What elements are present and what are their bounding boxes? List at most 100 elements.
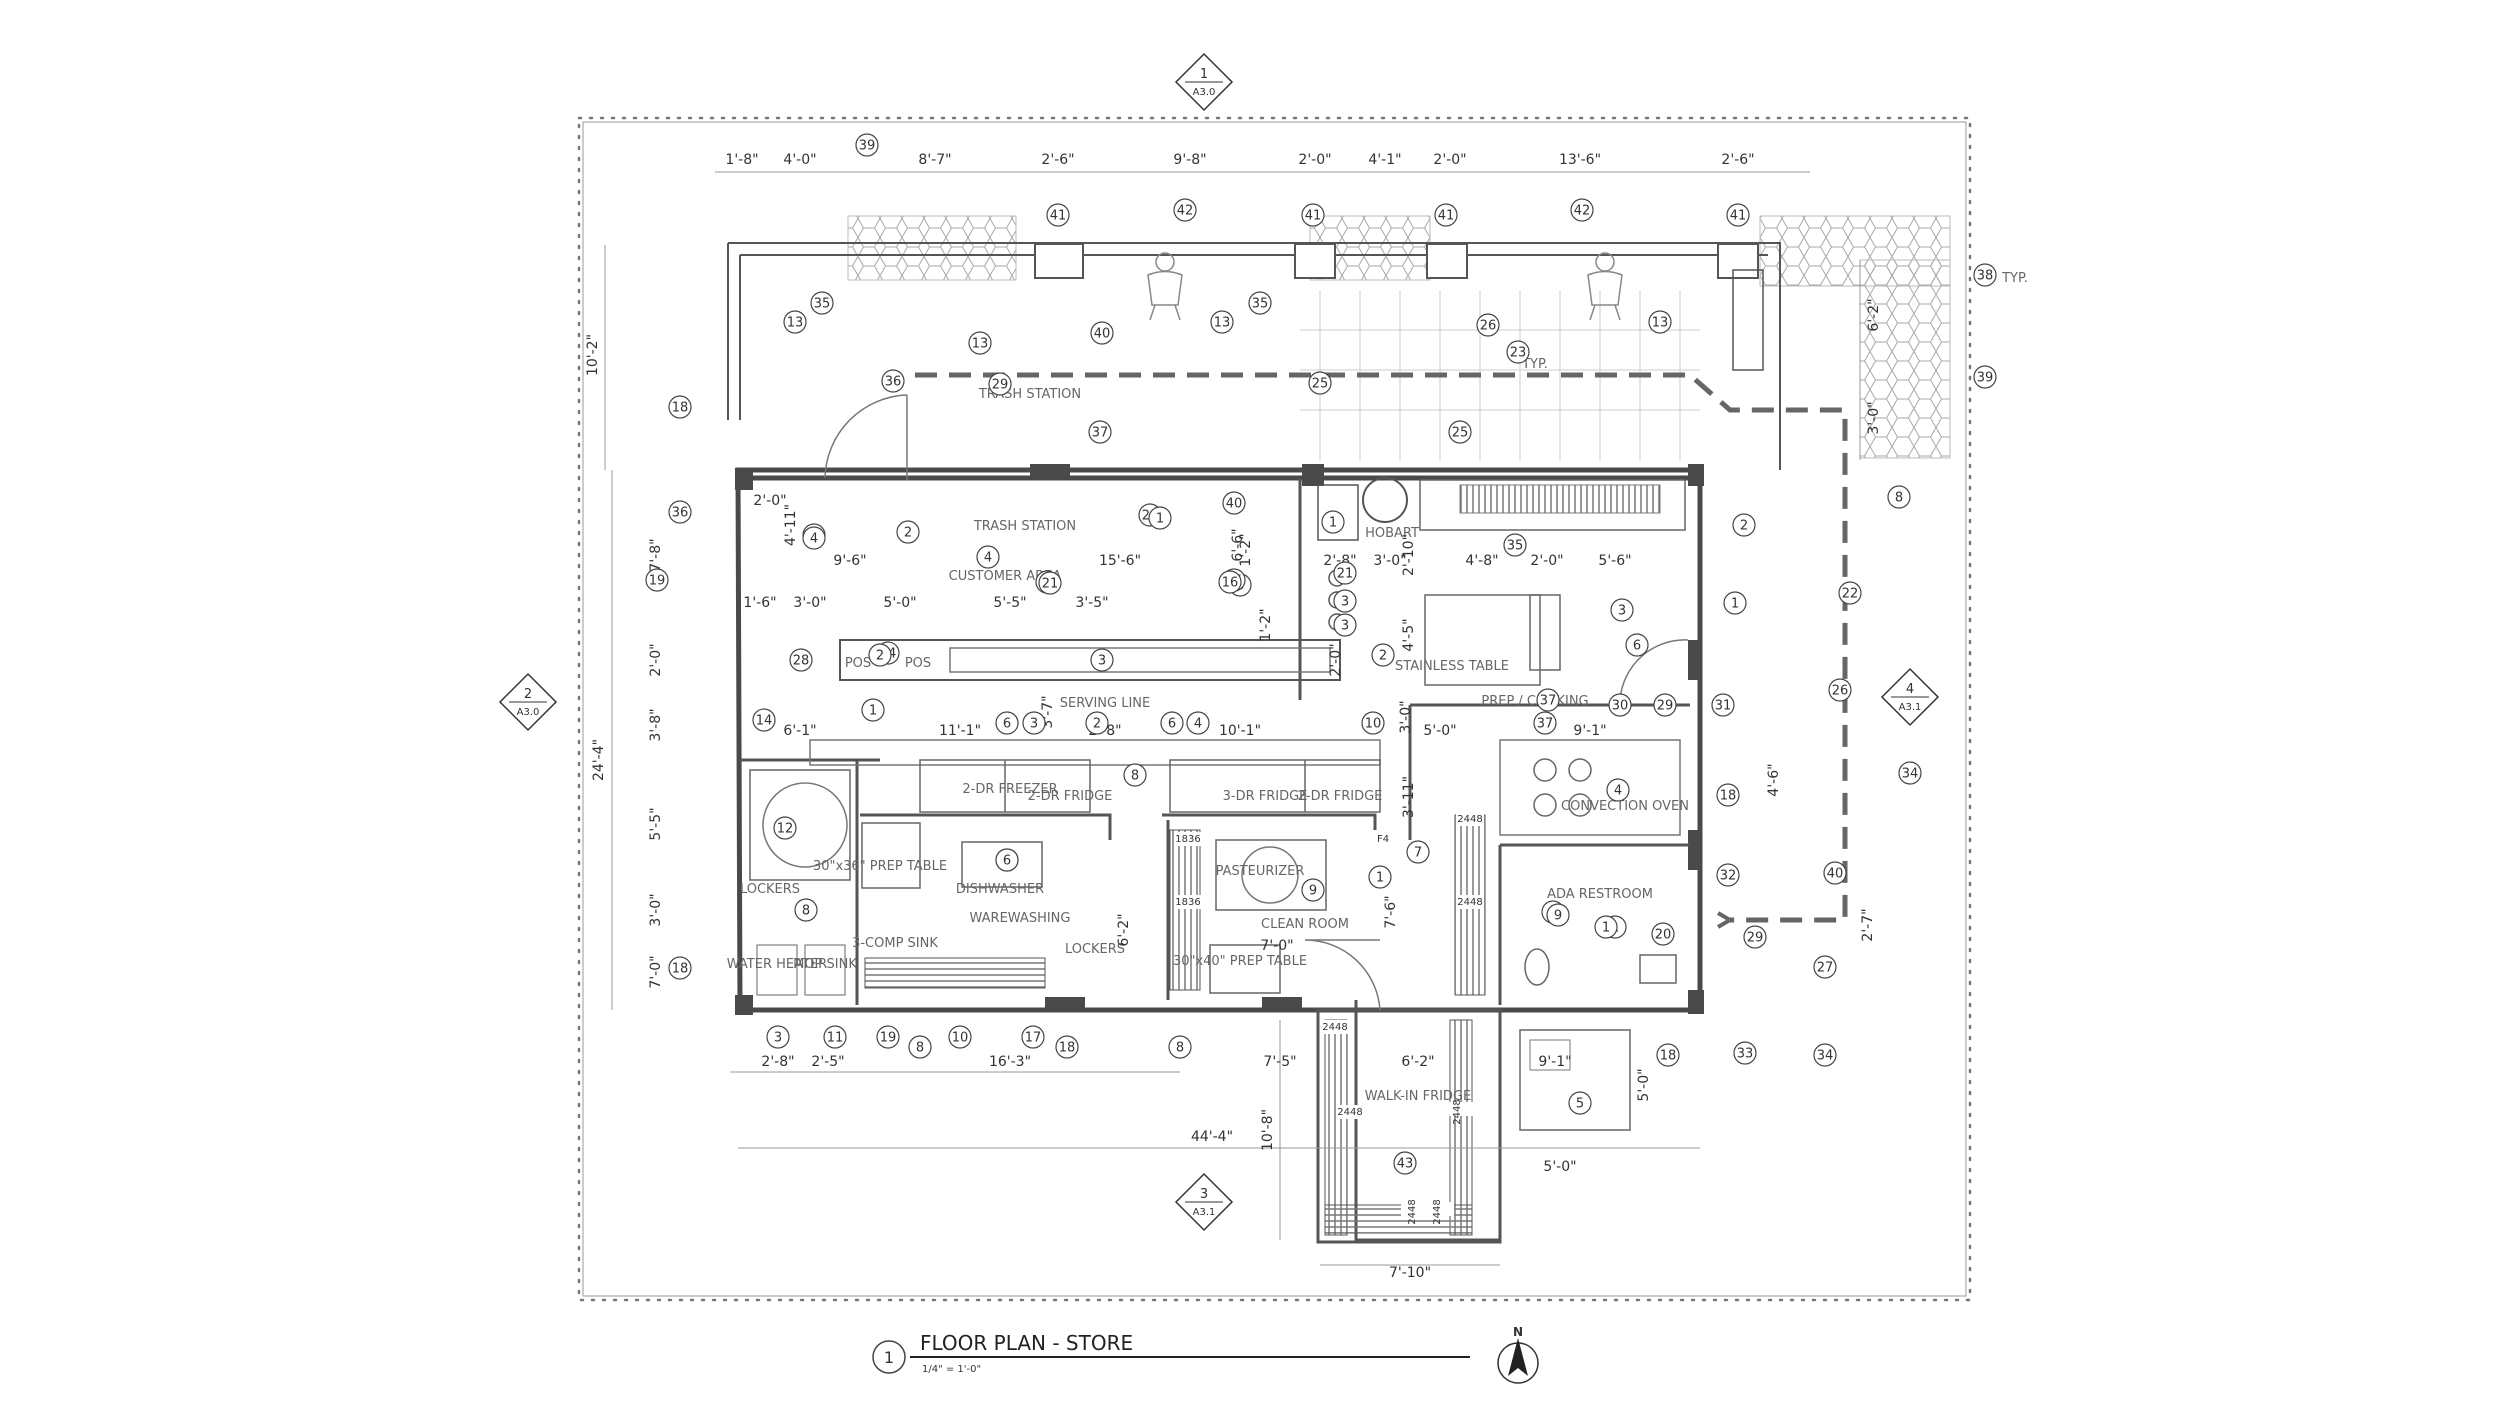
- dimension-label: 7'-10": [1389, 1265, 1431, 1281]
- keynote-number: 8: [802, 904, 810, 919]
- equipment-code-label: 2448: [1457, 897, 1482, 908]
- equipment-code: 1836: [1174, 832, 1202, 846]
- keynote-tag: 1: [1368, 865, 1392, 889]
- room-label: 3-DR FRIDGE: [1223, 789, 1308, 804]
- section-marker: 2A3.0: [498, 672, 558, 732]
- keynote-number: 34: [1817, 1049, 1834, 1064]
- keynote-tag: 19: [645, 568, 669, 592]
- keynote-tag: 8: [908, 1035, 932, 1059]
- equipment-code-label: 2448: [1457, 814, 1482, 825]
- equipment-code-label: 2448: [1407, 1199, 1418, 1224]
- keynote-number: 36: [672, 506, 689, 521]
- keynote-number: 3: [1341, 595, 1349, 610]
- keynote-number: 13: [787, 316, 804, 331]
- walk-in-fridge: [1316, 1008, 1502, 1244]
- keynote-number: 40: [1226, 497, 1243, 512]
- dimension-label: 1'-6": [743, 595, 776, 611]
- keynote-tag: 12: [773, 816, 797, 840]
- keynote-tag: 4: [976, 545, 1000, 569]
- dimension-label: 1'-2": [1238, 533, 1254, 566]
- keynote-number: 13: [1214, 316, 1231, 331]
- dimension-label: 7'-6": [1383, 895, 1399, 928]
- keynote-number: 4: [1614, 784, 1622, 799]
- keynote-tag: 2: [1085, 711, 1109, 735]
- keynote-number: 3: [774, 1031, 782, 1046]
- keynote-number: 2: [1740, 519, 1748, 534]
- keynote-tag: 1: [861, 698, 885, 722]
- section-marker-number: 4: [1906, 682, 1914, 697]
- section-marker-sheet: A3.0: [1193, 87, 1216, 98]
- room-label: 2-DR FREEZER: [962, 782, 1057, 797]
- keynote-tag: 27: [1813, 955, 1837, 979]
- section-marker-number: 2: [524, 687, 532, 702]
- keynote-tag: 16: [1218, 570, 1242, 594]
- keynote-tag: 21: [1333, 561, 1357, 585]
- keynote-tag: 22: [1838, 581, 1862, 605]
- equipment-code-label: 2448: [1452, 1099, 1463, 1124]
- keynote-number: 1: [1329, 516, 1337, 531]
- keynote-tag: 4: [1186, 711, 1210, 735]
- keynote-number: 1: [1602, 921, 1610, 936]
- keynote-tag: 29: [1743, 925, 1767, 949]
- room-label: LOCKERS: [1065, 942, 1125, 957]
- room-label: WALK-IN FRIDGE: [1365, 1089, 1471, 1104]
- equipment-code-label: 2448: [1322, 1022, 1347, 1033]
- keynote-tag: 36: [668, 500, 692, 524]
- dimension-label: 3'-11": [1401, 776, 1417, 818]
- keynote-number: 2: [876, 649, 884, 664]
- keynote-tag: 4: [802, 526, 826, 550]
- keynote-tag: 41: [1046, 203, 1070, 227]
- section-marker-sheet: A3.1: [1899, 702, 1922, 713]
- equipment-code-label: 1836: [1175, 897, 1200, 908]
- keynote-number: 1: [1156, 512, 1164, 527]
- dimension-label: 6'-2": [1401, 1054, 1434, 1070]
- dimension-label: 2'-7": [1860, 908, 1876, 941]
- keynote-number: 32: [1720, 869, 1737, 884]
- dimension-label: 6'-6": [1230, 528, 1246, 561]
- keynote-number: 38: [1977, 269, 1994, 284]
- keynote-tag: 23: [1506, 340, 1530, 364]
- canopy-dashed-line: [915, 372, 1848, 923]
- equipment-code-label: 1836: [1175, 834, 1200, 845]
- paver-patch-left: [847, 215, 1017, 281]
- drawing-scale: 1/4" = 1'-0": [922, 1364, 981, 1375]
- keynote-tag: 3: [1333, 613, 1357, 637]
- keynote-number: 6: [1003, 854, 1011, 869]
- dimension-label: 7'-8": [648, 538, 664, 571]
- section-marker-sheet: A3.0: [517, 707, 540, 718]
- dimension-label: 5'-0": [1423, 723, 1456, 739]
- keynote-number: 1: [869, 704, 877, 719]
- keynote-number: 42: [1574, 204, 1591, 219]
- person-figure-right: [1587, 252, 1623, 321]
- keynote-tag: 21: [1038, 571, 1062, 595]
- keynote-tag: 8: [1168, 1035, 1192, 1059]
- dimension-label: 7'-0": [1260, 938, 1293, 954]
- structural-columns: [735, 464, 1704, 1015]
- dimension-label: 2'-0": [753, 493, 786, 509]
- dimension-lines: [604, 171, 1861, 1266]
- keynote-tag: 19: [876, 1025, 900, 1049]
- keynote-tag: 7: [1406, 840, 1430, 864]
- keynote-tag: 2: [868, 643, 892, 667]
- keynote-number: 13: [1652, 316, 1669, 331]
- section-marker: 1A3.0: [1174, 52, 1234, 112]
- keynote-tag: 41: [1726, 203, 1750, 227]
- keynote-tag: 9: [1301, 878, 1325, 902]
- keynote-number: 9: [1309, 884, 1317, 899]
- dimension-label: 3'-0": [1398, 700, 1414, 733]
- room-label: POS: [845, 656, 871, 671]
- keynote-tag: 2: [1732, 513, 1756, 537]
- dimension-label: 4'-1": [1368, 152, 1401, 168]
- dimension-label: 4'-5": [1401, 618, 1417, 651]
- keynote-number: 4: [984, 551, 992, 566]
- dimension-label: 6'-2": [1116, 913, 1132, 946]
- drawing-title: FLOOR PLAN - STORE: [920, 1331, 1133, 1355]
- keynote-tag: 18: [1055, 1035, 1079, 1059]
- keynote-tag: 42: [1173, 198, 1197, 222]
- room-label: TYP.: [1521, 357, 1548, 372]
- keynote-number: 11: [827, 1031, 844, 1046]
- keynote-tag: 6: [995, 711, 1019, 735]
- keynote-tag: 40: [1823, 861, 1847, 885]
- keynote-number: 41: [1438, 209, 1455, 224]
- dimension-label: 5'-0": [1636, 1068, 1652, 1101]
